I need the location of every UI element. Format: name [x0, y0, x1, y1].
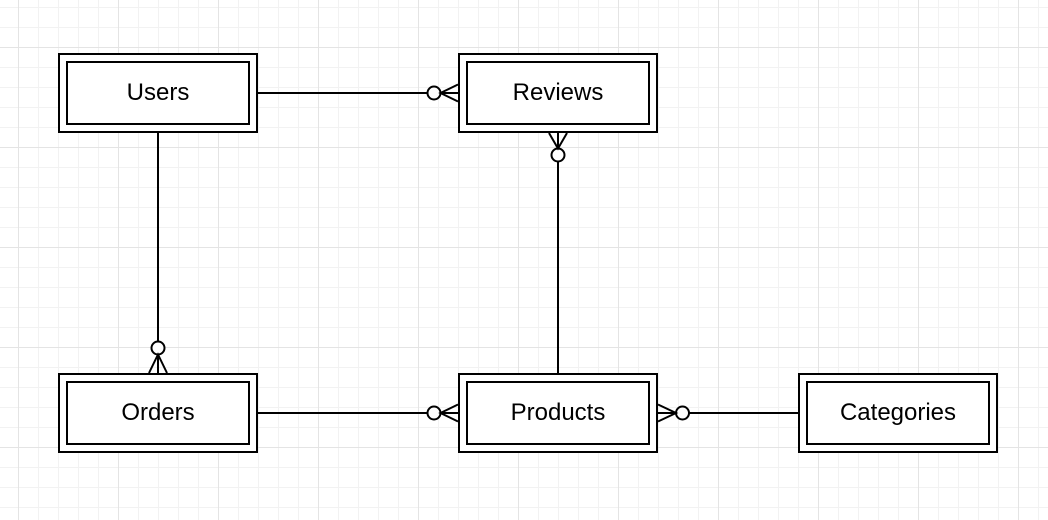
crows-foot-marker	[438, 83, 459, 103]
relationship-categories-products[interactable]	[657, 403, 798, 423]
entity-reviews-inner-border: Reviews	[466, 61, 650, 125]
entity-users-inner-border: Users	[66, 61, 250, 125]
entity-orders[interactable]: Orders	[58, 373, 258, 453]
relationship-users-reviews[interactable]	[258, 83, 459, 103]
relationship-orders-products[interactable]	[258, 403, 459, 423]
crows-foot-marker	[438, 403, 459, 423]
entity-label: Products	[510, 399, 606, 426]
crows-foot-marker	[548, 132, 568, 151]
entity-label: Users	[126, 79, 190, 106]
entity-products-inner-border: Products	[466, 381, 650, 445]
crows-foot-marker	[657, 403, 679, 423]
relationship-users-orders[interactable]	[148, 133, 168, 374]
entity-categories-inner-border: Categories	[806, 381, 990, 445]
entity-label: Orders	[121, 399, 195, 426]
entity-reviews[interactable]: Reviews	[458, 53, 658, 133]
entity-label: Categories	[839, 399, 957, 426]
entity-users[interactable]: Users	[58, 53, 258, 133]
entity-label: Reviews	[512, 79, 604, 106]
entity-products[interactable]: Products	[458, 373, 658, 453]
relationship-products-reviews[interactable]	[548, 132, 568, 373]
crows-foot-marker	[148, 352, 168, 374]
entity-categories[interactable]: Categories	[798, 373, 998, 453]
entity-orders-inner-border: Orders	[66, 381, 250, 445]
